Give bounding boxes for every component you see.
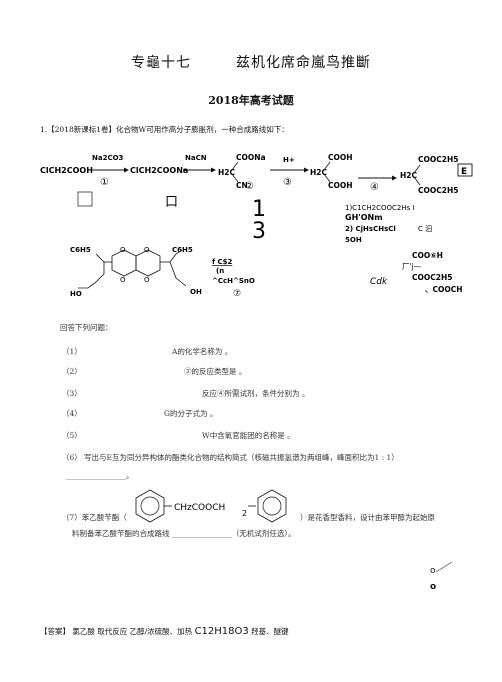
compound-w-structure: C6H5 C6H5 O O O O HO OH f C$2 (n ^CcH^Sn… <box>70 246 463 299</box>
mol-a: ClCH2COOH <box>40 166 93 175</box>
reagent-1: Na2CO3 <box>92 154 124 162</box>
mol-d-top: COOH <box>328 153 353 162</box>
cond-2: GH'ONm <box>345 213 383 222</box>
w-reagent-3: ^CcH^SnO <box>212 277 255 285</box>
question-2-number: （2） <box>62 367 82 376</box>
w-hydroxyl-right: OH <box>190 288 202 296</box>
cond-1: 1)C1CH2COOC2Hs I <box>345 204 415 212</box>
question-7-line2: 料制备苯乙酸苄酯的合成路线 ________________（无机试剂任选）。 <box>72 529 296 538</box>
answer-box-1 <box>77 191 93 207</box>
mol-d-bot: COOH <box>328 181 353 190</box>
big-digit-3: 3 <box>252 219 266 244</box>
step-1: ① <box>100 177 109 188</box>
step-4: ④ <box>370 182 379 193</box>
mol-e-mid: H2C <box>400 171 417 180</box>
big-digit-1: 1 <box>252 197 266 222</box>
benzyl-phenylacetate-structure: CHzCOOCH 2 <box>135 489 287 523</box>
g-label-2: 厂'j— <box>402 262 422 271</box>
w-c6h5-right: C6H5 <box>172 246 193 254</box>
w-hydroxyl-left: HO <box>70 290 82 298</box>
question-intro: 1.【2018新课标1卷】化合物W可用作高分子膨胀剂，一种合成路线如下： <box>40 125 289 134</box>
w-oxygen-2: O <box>144 246 150 254</box>
mol-e-bot: COOC2H5 <box>418 186 458 195</box>
margin-mark-1: o <box>430 566 436 576</box>
margin-stroke <box>435 561 453 573</box>
question-6-text: 写出与E互为同分异构体的酯类化合物的结构简式（核磁共振氢谱为两组峰，峰面积比为1… <box>84 453 399 462</box>
ester-group-label: CHzCOOCH <box>174 503 225 513</box>
cond-4: C 汩 <box>418 225 432 233</box>
question-1-text: A的化学名称为 。 <box>172 347 233 356</box>
reagent-3: H+ <box>283 156 295 164</box>
question-2-text: ②的反应类型是 。 <box>184 367 247 376</box>
cond-5: 5OH <box>345 236 362 244</box>
step-7: ⑦ <box>233 289 241 299</box>
mol-b: ClCH2COONa <box>130 166 188 175</box>
w-oxygen-1: O <box>120 246 126 254</box>
step-3: ③ <box>283 177 292 188</box>
cdk-label: Cdk <box>370 277 388 287</box>
page-title: 专龜十七 兹机化席命嵐鸟推斷 <box>131 55 371 71</box>
question-7-start: （7）苯乙酸苄酯（ <box>62 513 127 522</box>
question-3: （3） 反应④所需试剂，条件分别为 。 <box>62 388 309 399</box>
answer-text-1: 氯乙酸 取代反应 乙醇/浓硫酸、加热 <box>72 627 193 636</box>
g-label-3: COOC2H5 <box>412 273 452 282</box>
mol-e-top: COOC2H5 <box>418 155 458 164</box>
mol-c-top: COONa <box>236 153 266 162</box>
question-6-blank: ________________。 <box>66 471 134 480</box>
question-3-number: （3） <box>62 389 82 398</box>
cond-3: 2) CjHsCHsCl <box>345 225 396 233</box>
g-label-1: COO⑥H <box>412 251 443 260</box>
mol-c-mid: H2C <box>218 168 235 177</box>
question-4-number: （4） <box>62 409 82 418</box>
reagent-2: NaCN <box>185 154 207 162</box>
question-5: （5） W中含氧官能团的名称是 。 <box>62 430 295 441</box>
question-1: （1） A的化学名称为 。 <box>62 346 232 357</box>
question-6: （6）写出与E互为同分异构体的酯类化合物的结构简式（核磁共振氢谱为两组峰，峰面积… <box>62 452 482 463</box>
margin-mark-2: o <box>430 582 437 592</box>
answer-formula: C12H18O3 <box>194 626 249 637</box>
question-7-rest: ）是花香型香料，设计由苯甲醇为起始原 <box>300 513 435 522</box>
answer-box-2: 口 <box>165 195 178 210</box>
w-oxygen-3: O <box>120 276 126 284</box>
question-4-text: G的分子式为 。 <box>164 409 218 418</box>
question-5-text: W中含氧官能团的名称是 。 <box>202 431 295 440</box>
answer-line: 【答案】 氯乙酸 取代反应 乙醇/浓硫酸、加热 C12H18O3 羟基、醚键 <box>40 626 289 637</box>
answer-label: 【答案】 <box>40 627 70 636</box>
compound-e-label: E <box>461 167 467 177</box>
question-5-number: （5） <box>62 431 82 440</box>
ester-group-subscript: 2 <box>242 509 247 518</box>
w-reagent-2: (n <box>216 267 224 275</box>
g-label-4: 、COOCH <box>425 285 463 294</box>
step-2: ② <box>245 181 254 192</box>
answer-text-2: 羟基、醚键 <box>251 627 289 636</box>
w-reagent-1: f C$2 <box>212 258 232 266</box>
w-c6h5-left: C6H5 <box>70 246 91 254</box>
w-oxygen-4: O <box>144 276 150 284</box>
mol-d-mid: H2C <box>310 168 327 177</box>
question-6-number: （6） <box>62 453 82 462</box>
question-1-number: （1） <box>62 347 82 356</box>
question-3-text: 反应④所需试剂，条件分别为 。 <box>202 389 310 398</box>
page-subtitle: 2018年高考试题 <box>208 94 294 107</box>
mol-c-bot: CN <box>236 181 248 190</box>
synthesis-scheme: ClCH2COOH Na2CO3 ① ClCH2COONa NaCN COONa… <box>40 153 473 244</box>
answer-prompt: 回答下列问题： <box>60 323 113 332</box>
question-2: （2） ②的反应类型是 。 <box>62 366 246 377</box>
question-4: （4） G的分子式为 。 <box>62 408 217 419</box>
